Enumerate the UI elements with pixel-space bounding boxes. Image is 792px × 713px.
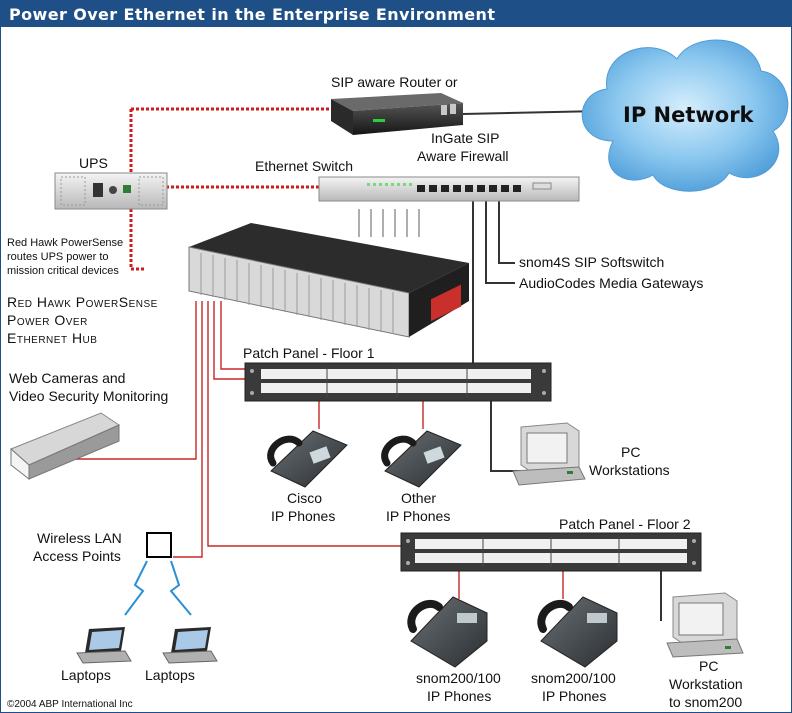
pc-workstation-1: [512, 422, 586, 486]
copyright-notice: ©2004 ABP International Inc: [7, 699, 133, 710]
snom-a-label-line1: snom200/100: [416, 670, 501, 686]
ups-unit: [54, 172, 168, 210]
hub-port-grid: [200, 253, 394, 334]
pc2-label-line3: to snom200: [669, 694, 742, 710]
ups-power-lines: [129, 107, 331, 271]
patch-panel-floor-1: [244, 362, 552, 402]
pc1-label-line2: Workstations: [589, 462, 670, 478]
snom-b-label-line2: IP Phones: [542, 688, 606, 704]
other-label-line2: IP Phones: [386, 508, 450, 524]
sip-router: [331, 93, 463, 135]
softswitch-label: snom4S SIP Softswitch: [519, 254, 664, 270]
firewall-label-line2: Aware Firewall: [417, 148, 509, 164]
pc-workstation-2: [666, 592, 744, 658]
patch-panel-floor-2: [400, 532, 702, 572]
pc1-label-line1: PC: [621, 444, 640, 460]
ups-label: UPS: [79, 155, 108, 171]
cameras-label-line2: Video Security Monitoring: [9, 388, 168, 404]
laptop-1: [76, 627, 132, 664]
cisco-label-line1: Cisco: [287, 490, 322, 506]
web-camera: [10, 412, 121, 481]
switch-ports: [417, 185, 521, 192]
snom-b-label-line1: snom200/100: [531, 670, 616, 686]
poe-hub: [188, 223, 469, 338]
patch-panel-2-label: Patch Panel - Floor 2: [559, 516, 691, 532]
powersense-note-line3: mission critical devices: [7, 265, 119, 277]
hub-label-line2: Power Over: [7, 312, 88, 328]
diagram-title: Power Over Ethernet in the Enterprise En…: [9, 5, 496, 24]
wlan-label-line2: Access Points: [33, 548, 121, 564]
snom-ip-phone-a: [407, 596, 488, 668]
snom-ip-phone-b: [537, 596, 618, 668]
snom-a-label-line2: IP Phones: [427, 688, 491, 704]
laptop-2-label: Laptops: [145, 667, 195, 683]
cloud-label: IP Network: [623, 103, 755, 127]
ip-network-cloud: IP Network: [581, 39, 789, 192]
powersense-note-line2: routes UPS power to: [7, 251, 109, 263]
patch-panel-1-label: Patch Panel - Floor 1: [243, 345, 375, 361]
ethernet-switch: [318, 176, 580, 202]
switch-hub-links: [358, 209, 420, 237]
router-label: SIP aware Router or: [331, 74, 458, 90]
cisco-label-line2: IP Phones: [271, 508, 335, 524]
firewall-label-line1: InGate SIP: [431, 130, 499, 146]
pc2-label-line2: Workstation: [669, 676, 743, 692]
switch-label: Ethernet Switch: [255, 158, 353, 174]
wireless-access-point: [124, 532, 192, 616]
other-ip-phone: [381, 430, 462, 488]
title-bar: Power Over Ethernet in the Enterprise En…: [1, 1, 791, 27]
switch-leds: [367, 183, 412, 186]
laptop-2: [162, 627, 218, 664]
other-label-line1: Other: [401, 490, 436, 506]
hub-label-line1: Red Hawk PowerSense: [7, 294, 158, 310]
powersense-note-line1: Red Hawk PowerSense: [7, 237, 123, 249]
pc2-label-line1: PC: [699, 658, 718, 674]
gateways-label: AudioCodes Media Gateways: [519, 275, 703, 291]
hub-label-line3: Ethernet Hub: [7, 330, 97, 346]
laptop-1-label: Laptops: [61, 667, 111, 683]
wlan-label-line1: Wireless LAN: [37, 530, 122, 546]
cisco-ip-phone: [267, 430, 348, 488]
cameras-label-line1: Web Cameras and: [9, 370, 125, 386]
